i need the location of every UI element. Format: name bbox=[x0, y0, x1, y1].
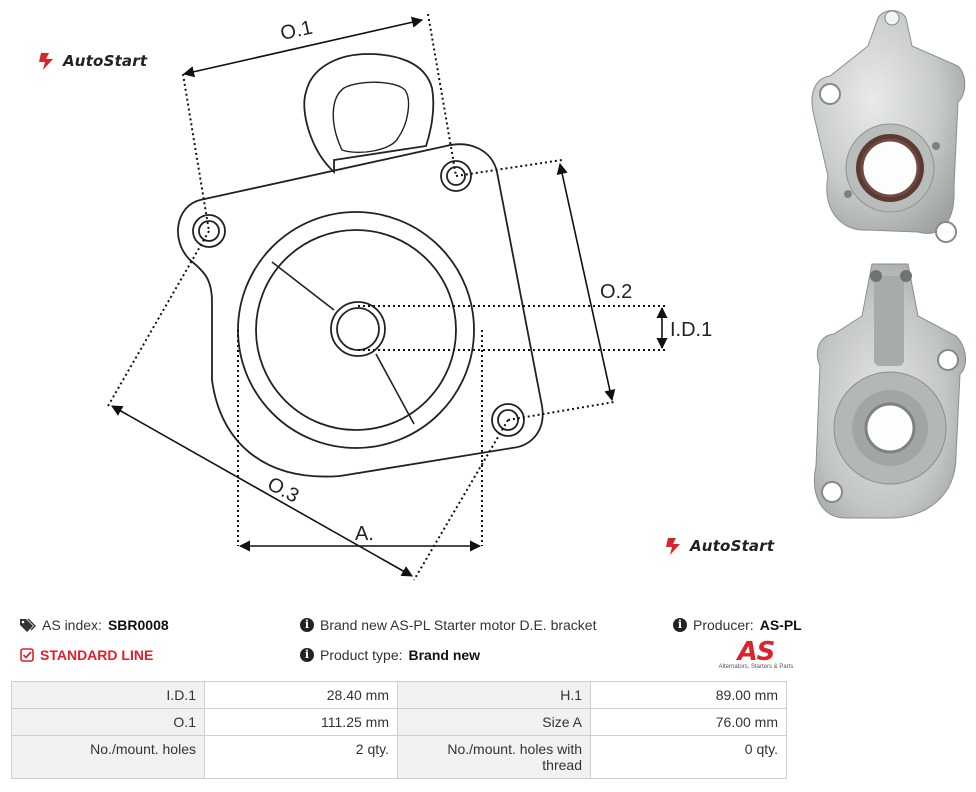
mount-hole-top-inner bbox=[446, 166, 466, 186]
product-type-label: Product type: bbox=[320, 647, 403, 663]
standard-line-badge: STANDARD LINE bbox=[20, 647, 153, 663]
dim-o2 bbox=[556, 162, 616, 402]
spec-value: 89.00 mm bbox=[590, 681, 787, 709]
dim-o1 bbox=[182, 16, 424, 78]
label-o1: O.1 bbox=[278, 17, 314, 45]
info-circle-icon: i bbox=[300, 618, 314, 632]
checkbox-checked-icon bbox=[20, 648, 34, 662]
spec-value: 76.00 mm bbox=[590, 708, 787, 736]
producer: i Producer: AS-PL bbox=[673, 617, 802, 633]
label-o3: O.3 bbox=[264, 473, 303, 508]
producer-label: Producer: bbox=[693, 617, 754, 633]
autostart-logo-text: AutoStart bbox=[63, 52, 148, 70]
bracket-loop bbox=[303, 53, 435, 175]
spec-label: No./mount. holes with thread bbox=[397, 735, 591, 779]
label-id1: I.D.1 bbox=[670, 319, 712, 341]
mount-hole-left bbox=[192, 214, 226, 248]
mount-hole-bottom-inner bbox=[497, 409, 519, 431]
table-row: No./mount. holes 2 qty. No./mount. holes… bbox=[11, 735, 787, 779]
spec-label: No./mount. holes bbox=[11, 735, 205, 779]
product-type-value: Brand new bbox=[408, 647, 481, 663]
as-pl-logo: AS Alternators, Starters & Parts bbox=[716, 637, 796, 670]
label-o2: O.2 bbox=[600, 281, 632, 303]
technical-drawing: O.1 O.2 O.3 A. I.D.1 bbox=[107, 13, 712, 581]
spec-value: 0 qty. bbox=[590, 735, 787, 779]
label-a: A. bbox=[355, 523, 374, 545]
as-index-value: SBR0008 bbox=[107, 617, 169, 633]
table-row: I.D.1 28.40 mm H.1 89.00 mm bbox=[11, 681, 787, 709]
spec-label: O.1 bbox=[11, 708, 205, 736]
mount-hole-left-inner bbox=[198, 220, 220, 242]
bracket-outline bbox=[177, 143, 544, 478]
spec-label: I.D.1 bbox=[11, 681, 205, 709]
center-bore-outer bbox=[330, 301, 386, 357]
product-description: i Brand new AS-PL Starter motor D.E. bra… bbox=[300, 617, 597, 633]
spec-value: 28.40 mm bbox=[204, 681, 398, 709]
producer-value: AS-PL bbox=[759, 617, 802, 633]
housing-outer-circle bbox=[237, 211, 475, 449]
standard-line-label: STANDARD LINE bbox=[40, 647, 154, 663]
tags-icon bbox=[20, 618, 36, 632]
bracket-loop-inner bbox=[332, 81, 410, 153]
description-text: Brand new AS-PL Starter motor D.E. brack… bbox=[320, 617, 597, 633]
autostart-logo-icon bbox=[39, 53, 53, 70]
as-pl-logo-mark: AS bbox=[737, 637, 776, 667]
autostart-logo-top: AutoStart bbox=[37, 51, 147, 71]
table-row: O.1 111.25 mm Size A 76.00 mm bbox=[11, 708, 787, 736]
info-circle-icon: i bbox=[300, 648, 314, 662]
info-circle-icon: i bbox=[673, 618, 687, 632]
dim-o3 bbox=[111, 405, 413, 577]
mount-hole-bottom bbox=[491, 403, 525, 437]
product-photo-front bbox=[811, 10, 966, 243]
as-index: AS index: SBR0008 bbox=[20, 617, 169, 633]
autostart-logo-text: AutoStart bbox=[690, 537, 775, 555]
spec-label: Size A bbox=[397, 708, 591, 736]
product-type: i Product type: Brand new bbox=[300, 647, 480, 663]
autostart-logo-bottom: AutoStart bbox=[664, 536, 774, 556]
as-pl-logo-tagline: Alternators, Starters & Parts bbox=[718, 664, 794, 670]
spec-value: 111.25 mm bbox=[204, 708, 398, 736]
spec-value: 2 qty. bbox=[204, 735, 398, 779]
product-photo-back bbox=[814, 263, 966, 519]
center-bore-inner bbox=[336, 307, 380, 351]
as-index-label: AS index: bbox=[42, 617, 102, 633]
spec-label: H.1 bbox=[397, 681, 591, 709]
mount-hole-top bbox=[440, 160, 472, 192]
autostart-logo-icon bbox=[666, 538, 680, 555]
specs-table: I.D.1 28.40 mm H.1 89.00 mm O.1 111.25 m… bbox=[11, 681, 787, 779]
housing-inner-circle bbox=[255, 229, 457, 431]
